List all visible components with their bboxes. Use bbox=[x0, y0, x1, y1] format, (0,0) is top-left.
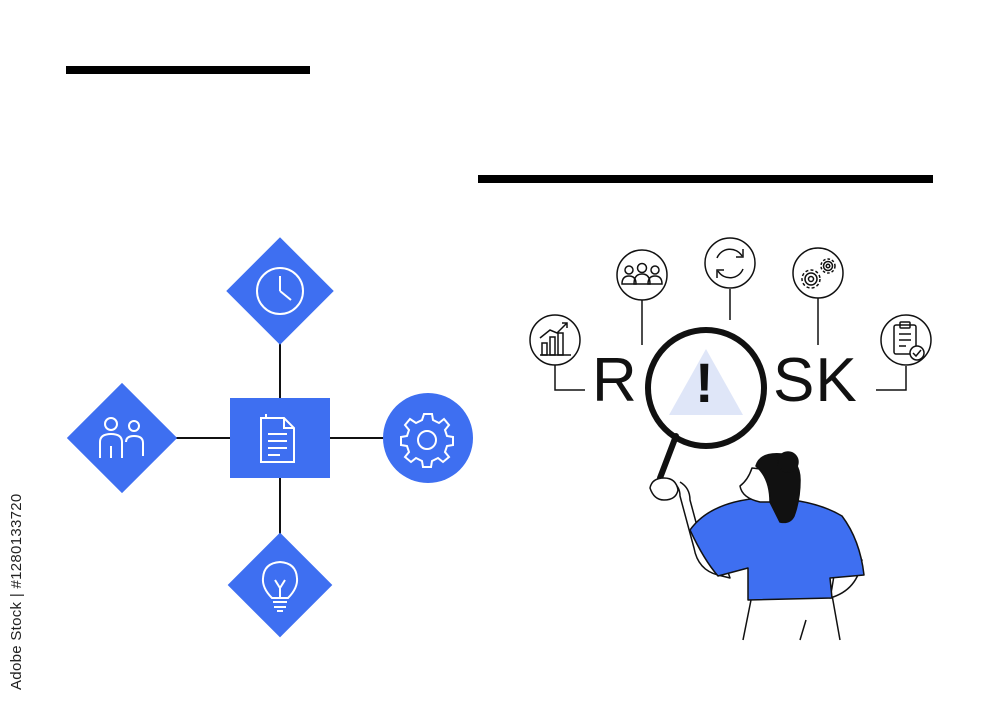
risk-word-right: SK bbox=[773, 346, 858, 415]
process-diagram bbox=[175, 340, 385, 540]
clock-diamond bbox=[226, 237, 334, 345]
people-icon bbox=[99, 417, 144, 458]
clock-icon bbox=[256, 267, 304, 315]
gears-badge bbox=[792, 247, 844, 299]
heading-placeholder-bar-left bbox=[66, 66, 310, 74]
glass-handle bbox=[657, 433, 679, 481]
risk-connectors bbox=[554, 289, 907, 391]
magnifying-glass bbox=[645, 327, 767, 481]
document-icon bbox=[260, 414, 295, 463]
people-diamond bbox=[66, 382, 178, 494]
growth-chart-badge bbox=[529, 314, 581, 366]
lightbulb-diamond bbox=[227, 532, 333, 638]
warning-triangle-icon bbox=[669, 349, 743, 415]
growth-chart-icon bbox=[539, 322, 571, 356]
refresh-badge bbox=[704, 237, 756, 289]
exclamation-mark: ! bbox=[695, 351, 714, 414]
person-figure bbox=[649, 451, 865, 641]
checklist-icon bbox=[893, 321, 925, 361]
refresh-icon bbox=[716, 248, 744, 279]
team-icon bbox=[621, 262, 663, 285]
checklist-badge bbox=[880, 314, 932, 366]
team-badge bbox=[616, 249, 668, 301]
hand bbox=[649, 477, 679, 501]
gear-icon bbox=[400, 413, 454, 468]
gears-icon bbox=[801, 258, 836, 289]
risk-word-left: R bbox=[592, 346, 638, 415]
stock-id-watermark: Adobe Stock | #1280133720 bbox=[8, 493, 25, 690]
lightbulb-icon bbox=[261, 560, 299, 612]
document-square bbox=[230, 398, 330, 478]
heading-placeholder-bar-right bbox=[478, 175, 933, 183]
gear-circle bbox=[383, 393, 473, 483]
